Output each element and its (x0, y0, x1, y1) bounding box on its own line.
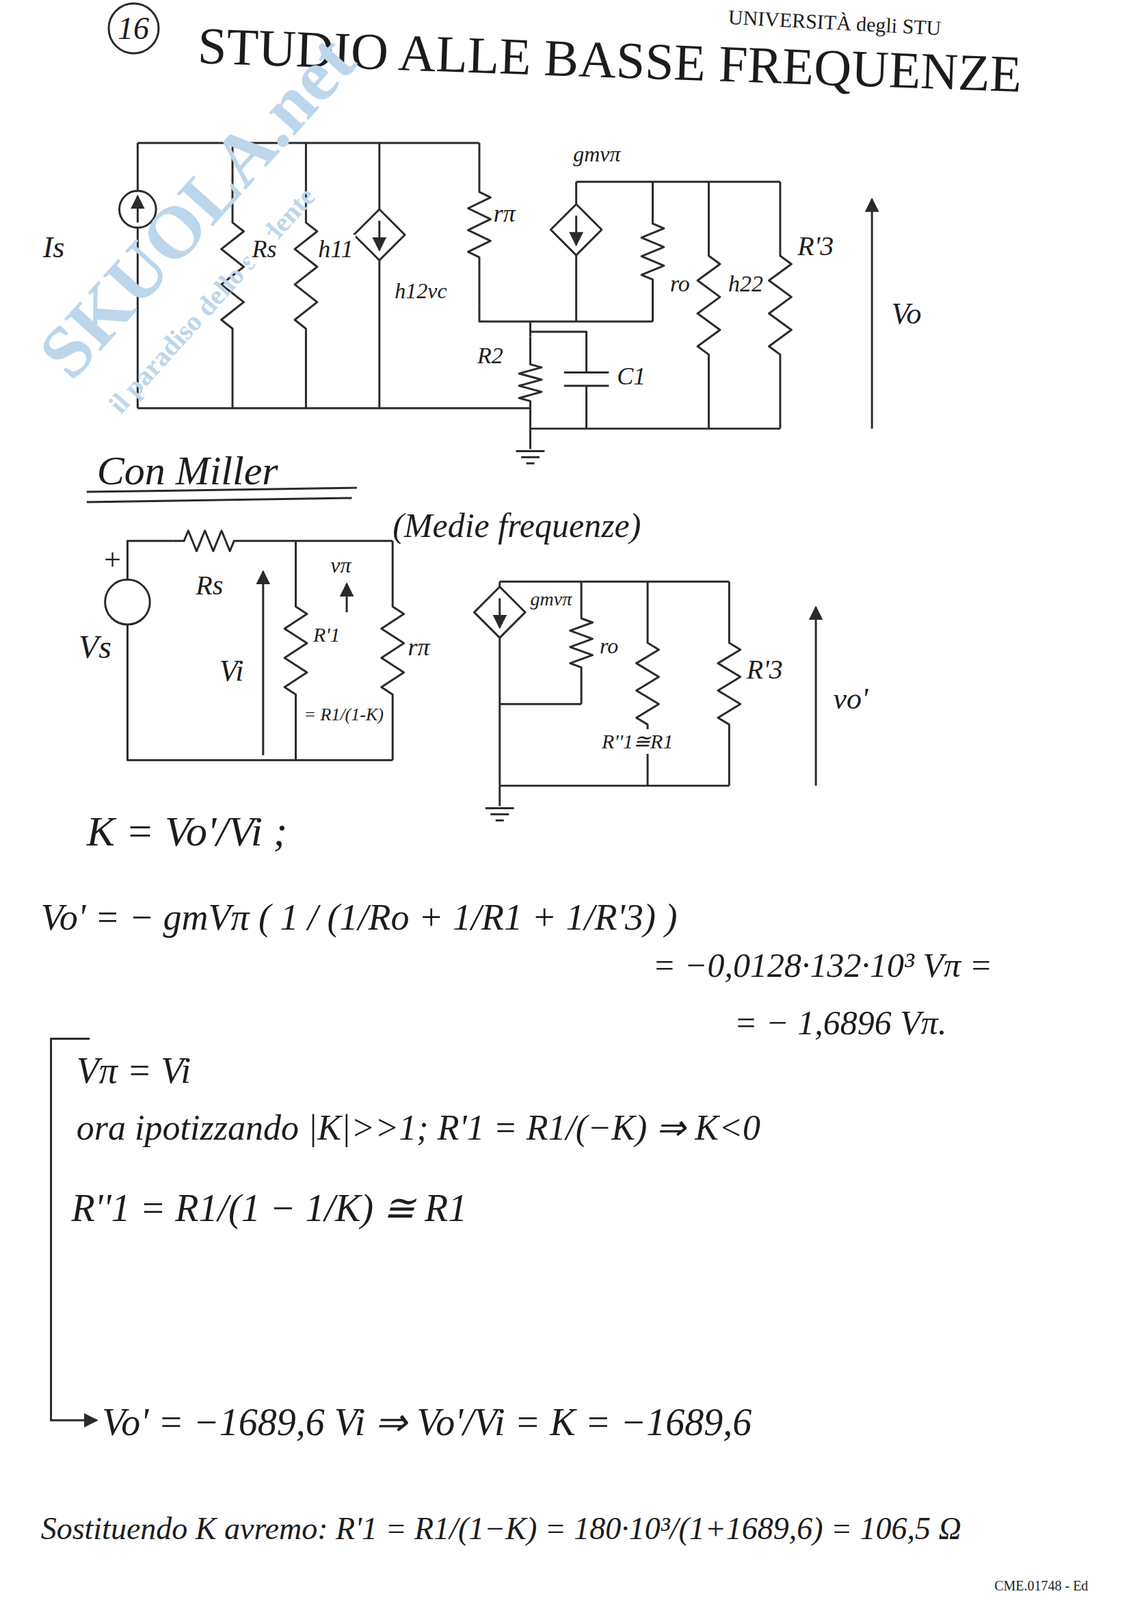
wire (378, 142, 381, 210)
dependent-source-symbol (354, 209, 406, 261)
wire (530, 331, 587, 373)
signal-label: vπ (328, 551, 353, 578)
component-label: rπ (406, 632, 433, 662)
wire (499, 580, 730, 583)
source-arrow (378, 220, 381, 251)
underline (86, 497, 353, 502)
signal-label: Vs (76, 627, 114, 667)
component-label: R'3 (795, 229, 836, 263)
equation: Vo' = − gmVπ ( 1 / (1/Ro + 1/R1 + 1/R'3)… (41, 895, 678, 940)
wire (136, 142, 139, 191)
dependent-source-symbol (474, 586, 526, 638)
ground-symbol (521, 456, 540, 459)
bracket-arrow (51, 1038, 98, 1420)
component-label: Is (41, 229, 68, 266)
wire (378, 260, 381, 409)
section-note: (Medie frequenze) (392, 504, 641, 546)
component-label: R'3 (744, 653, 785, 686)
wire (576, 180, 781, 183)
component-label: h12vc (392, 277, 449, 304)
capacitor-symbol (564, 371, 610, 374)
wire (498, 581, 501, 587)
wire (529, 321, 532, 337)
component-label: R''1≅R1 (599, 728, 675, 754)
equation: K = Vo'/Vi ; (86, 805, 288, 857)
wire (499, 702, 582, 705)
resistor-symbol (381, 540, 405, 761)
wire (575, 255, 578, 322)
component-label: ro (597, 632, 621, 659)
ground-symbol (495, 819, 504, 822)
wire (575, 181, 578, 205)
footer-stamp: CME.01748 - Ed (994, 1576, 1088, 1594)
wire (127, 624, 393, 760)
polarity-sign: + (99, 542, 125, 579)
wire (498, 637, 501, 785)
wire (529, 428, 532, 450)
wire (499, 784, 730, 787)
component-label: Rs (249, 234, 279, 264)
resistor-symbol (636, 581, 660, 785)
voltage-arrow (815, 607, 818, 786)
wire (479, 306, 654, 322)
equation: Vπ = Vi (76, 1048, 191, 1093)
component-label: h11 (315, 234, 355, 264)
wire (498, 785, 501, 807)
section-heading: Con Miller (97, 445, 279, 496)
resistor-symbol (284, 540, 308, 761)
wire (585, 385, 588, 429)
signal-label: Vo (889, 296, 924, 333)
component-formula: = R1/(1-K) (301, 703, 385, 725)
component-label: R2 (475, 341, 506, 370)
signal-label: Vi (217, 653, 247, 690)
resistor-symbol (717, 581, 741, 785)
component-label: gmvπ (528, 587, 575, 611)
page-number-circle: 16 (107, 2, 161, 55)
resistor-symbol (769, 181, 792, 429)
component-label: Rs (193, 568, 225, 602)
equation: ora ipotizzando |K|>>1; R'1 = R1/(−K) ⇒ … (76, 1106, 761, 1149)
source-arrow (498, 598, 501, 628)
resistor-symbol (641, 181, 664, 322)
component-label: h22 (726, 270, 766, 299)
page-number: 16 (117, 10, 150, 47)
wire (530, 427, 781, 430)
ground-symbol (526, 462, 535, 465)
resistor-symbol (697, 181, 721, 429)
wire (137, 406, 530, 409)
dependent-source-symbol (550, 204, 602, 256)
component-label: gmvπ (570, 140, 623, 167)
voltage-arrow (261, 570, 264, 755)
ground-symbol (490, 813, 509, 816)
ground-symbol (516, 449, 545, 452)
equation: = −0,0128·132·10³ Vπ = (653, 944, 993, 986)
equation: R''1 = R1/(1 − 1/K) ≅ R1 (71, 1185, 468, 1231)
component-label: C1 (614, 361, 648, 392)
component-label: R'1 (311, 622, 343, 647)
component-label: rπ (491, 198, 518, 229)
equation: = − 1,6896 Vπ. (734, 1001, 948, 1043)
component-label: ro (668, 270, 693, 299)
equation: Vo' = −1689,6 Vi ⇒ Vo'/Vi = K = −1689,6 (101, 1399, 752, 1445)
wire (127, 540, 174, 580)
equation: Sostituendo K avremo: R'1 = R1/(1−K) = 1… (41, 1509, 962, 1547)
voltage-arrow (346, 583, 349, 612)
wire (244, 539, 393, 542)
voltage-source-symbol (105, 579, 151, 625)
resistor-symbol (519, 336, 542, 429)
ground-symbol (485, 806, 515, 809)
resistor-symbol (173, 530, 245, 552)
signal-label: vo' (831, 681, 871, 718)
source-arrow (575, 215, 578, 245)
voltage-arrow (871, 198, 874, 429)
resistor-symbol (468, 142, 491, 307)
